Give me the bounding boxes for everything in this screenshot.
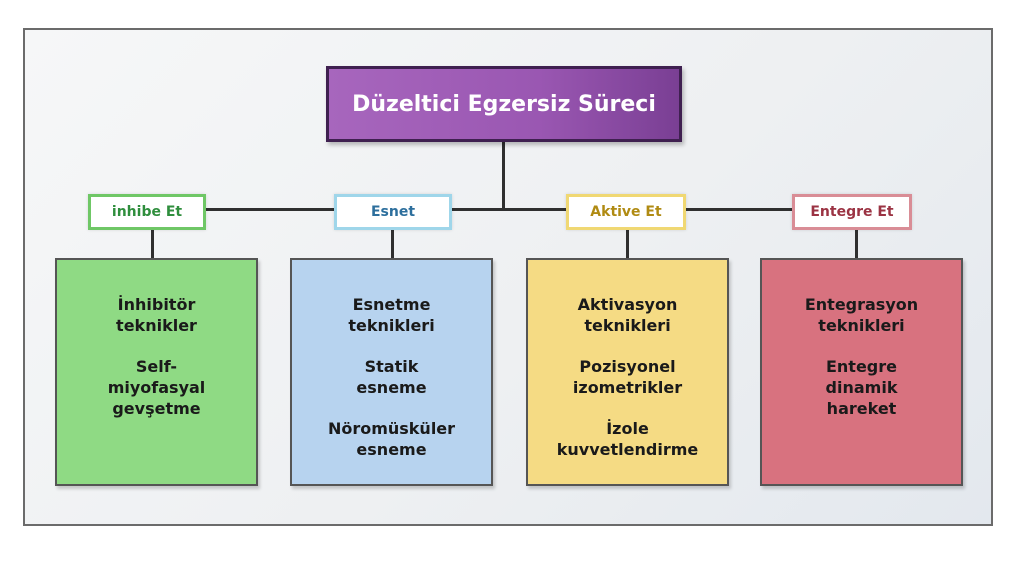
process-title: Düzeltici Egzersiz Süreci (326, 66, 682, 142)
phase-card-item: Self- miyofasyal gevşetme (107, 357, 206, 418)
phase-card-aktive: Aktivasyon teknikleri Pozisyonel izometr… (526, 258, 729, 486)
phase-card-item: İnhibitör teknikler (116, 295, 197, 335)
phase-card-item: Entegrasyon teknikleri (804, 295, 919, 335)
process-title-text: Düzeltici Egzersiz Süreci (352, 91, 656, 117)
connector-aktive (626, 230, 629, 258)
phase-card-esnet: Esnetme teknikleri Statik esneme Nöromüs… (290, 258, 493, 486)
phase-card-item: Pozisyonel izometrikler (572, 357, 683, 397)
phase-card-inhibe: İnhibitör teknikler Self- miyofasyal gev… (55, 258, 258, 486)
phase-label-inhibe-text: inhibe Et (111, 204, 183, 220)
phase-label-inhibe: inhibe Et (88, 194, 206, 230)
phase-label-esnet-text: Esnet (370, 204, 416, 220)
phase-label-entegre-text: Entegre Et (810, 204, 894, 220)
phase-label-aktive: Aktive Et (566, 194, 686, 230)
phase-label-aktive-text: Aktive Et (590, 204, 662, 220)
phase-card-item: Esnetme teknikleri (348, 295, 435, 335)
phase-card-item: Nöromüsküler esneme (327, 419, 456, 459)
connector-esnet (391, 230, 394, 258)
horizontal-connector (205, 208, 795, 211)
phase-label-esnet: Esnet (334, 194, 452, 230)
phase-label-entegre: Entegre Et (792, 194, 912, 230)
connector-entegre (855, 230, 858, 258)
phase-card-entegre: Entegrasyon teknikleri Entegre dinamik h… (760, 258, 963, 486)
phase-card-item: Entegre dinamik hareket (825, 357, 898, 418)
title-connector (502, 142, 505, 210)
phase-card-item: Statik esneme (356, 357, 427, 397)
connector-inhibe (151, 230, 154, 258)
phase-card-item: İzole kuvvetlendirme (556, 419, 699, 459)
phase-card-item: Aktivasyon teknikleri (577, 295, 678, 335)
